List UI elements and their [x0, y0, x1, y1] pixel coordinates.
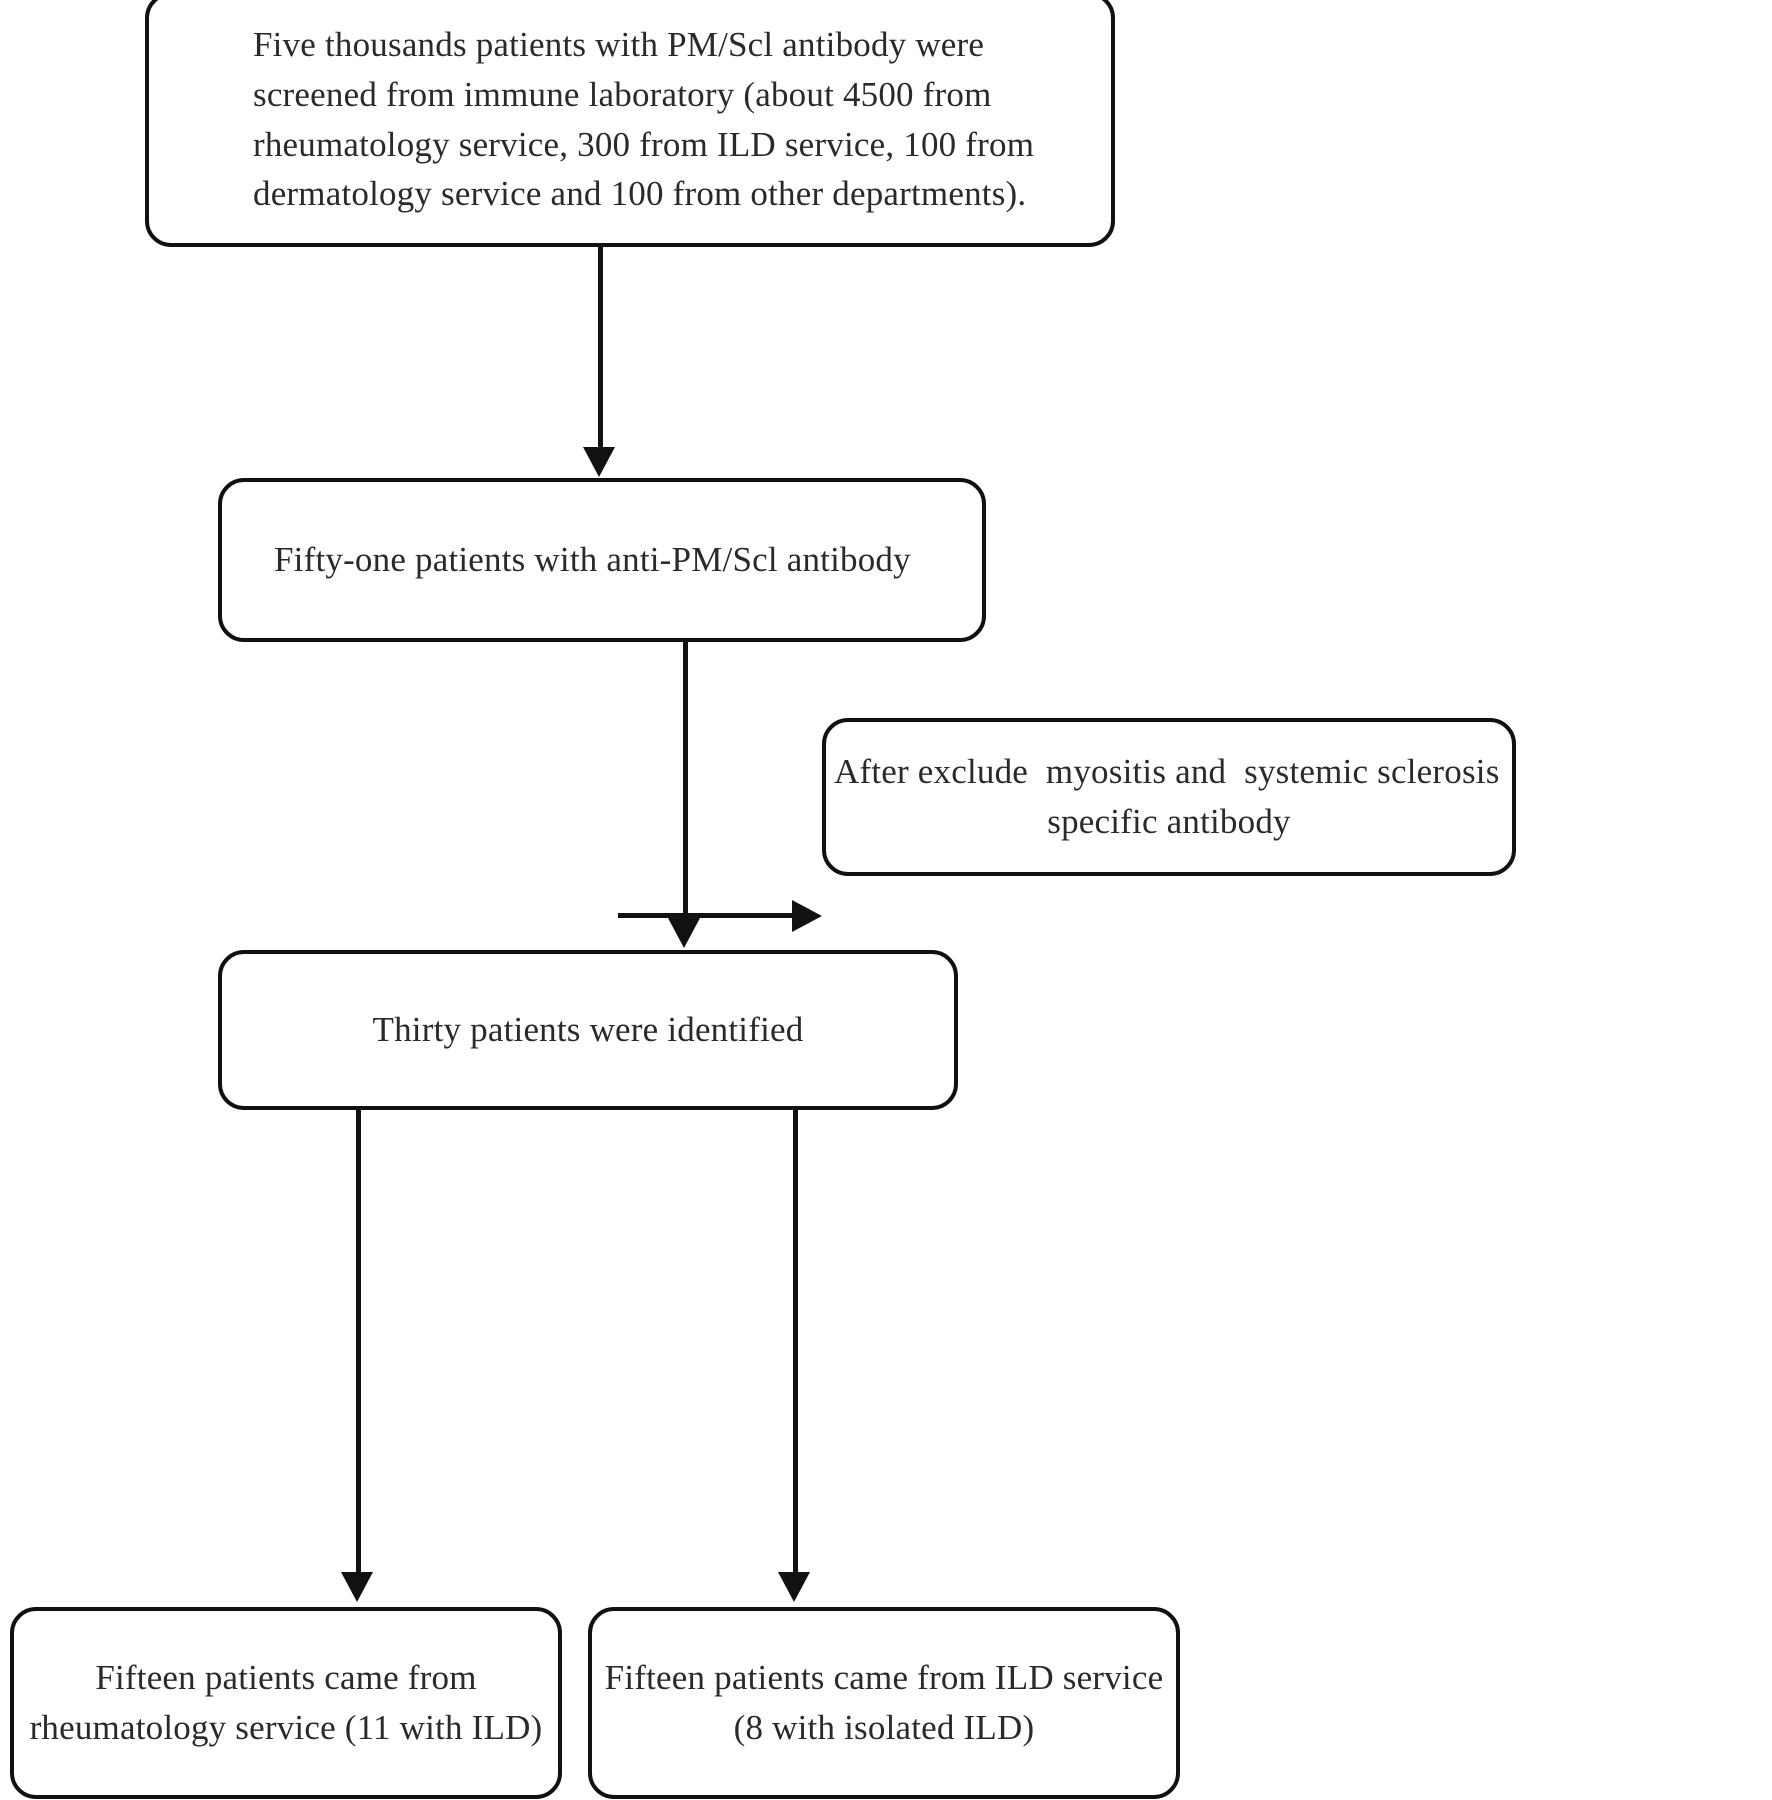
flow-node-fiftyone-line-1: Fifty-one patients with anti-PM/Scl anti… [274, 540, 911, 580]
connector-screened-to-fiftyone [598, 247, 603, 459]
flow-node-screened-line-3: rheumatology service, 300 from ILD servi… [253, 124, 1035, 164]
arrowhead-down-icon [583, 447, 615, 477]
flow-node-screened-line-1: Five thousands patients with PM/Scl anti… [253, 25, 985, 65]
flow-node-exclude-line-1: After exclude myositis and systemic scle… [834, 752, 1500, 792]
connector-branch-to-exclude [618, 913, 810, 918]
connector-fiftyone-to-thirty [683, 642, 688, 928]
flow-node-rheum-line-1: Fifteen patients came from [95, 1658, 477, 1698]
flow-node-thirty-line-1: Thirty patients were identified [372, 1010, 804, 1050]
arrowhead-right-icon [792, 900, 822, 932]
flow-node-ild-service: Fifteen patients came from ILD service (… [588, 1607, 1180, 1799]
flow-node-fiftyone-patients: Fifty-one patients with anti-PM/Scl anti… [218, 478, 986, 642]
flow-node-screened-line-4: dermatology service and 100 from other d… [253, 174, 1027, 214]
flow-node-ild-line-2: (8 with isolated ILD) [733, 1708, 1035, 1747]
flow-node-screened-patients: Five thousands patients with PM/Scl anti… [145, 0, 1115, 247]
flow-node-rheum-line-2: rheumatology service (11 with ILD) [29, 1708, 543, 1747]
arrowhead-down-icon [341, 1572, 373, 1602]
flow-node-ild-line-1: Fifteen patients came from ILD service [604, 1658, 1164, 1698]
flow-node-thirty-patients: Thirty patients were identified [218, 950, 958, 1110]
connector-thirty-to-rheumatology [356, 1110, 361, 1582]
flow-node-screened-line-2: screened from immune laboratory (about 4… [253, 74, 992, 114]
arrowhead-down-icon [778, 1572, 810, 1602]
flow-node-exclude-line-2: specific antibody [1047, 802, 1291, 841]
flow-node-rheumatology-service: Fifteen patients came from rheumatology … [10, 1607, 562, 1799]
arrowhead-down-icon [668, 918, 700, 948]
flow-node-exclusion-criteria: After exclude myositis and systemic scle… [822, 718, 1516, 876]
connector-thirty-to-ild [793, 1110, 798, 1582]
